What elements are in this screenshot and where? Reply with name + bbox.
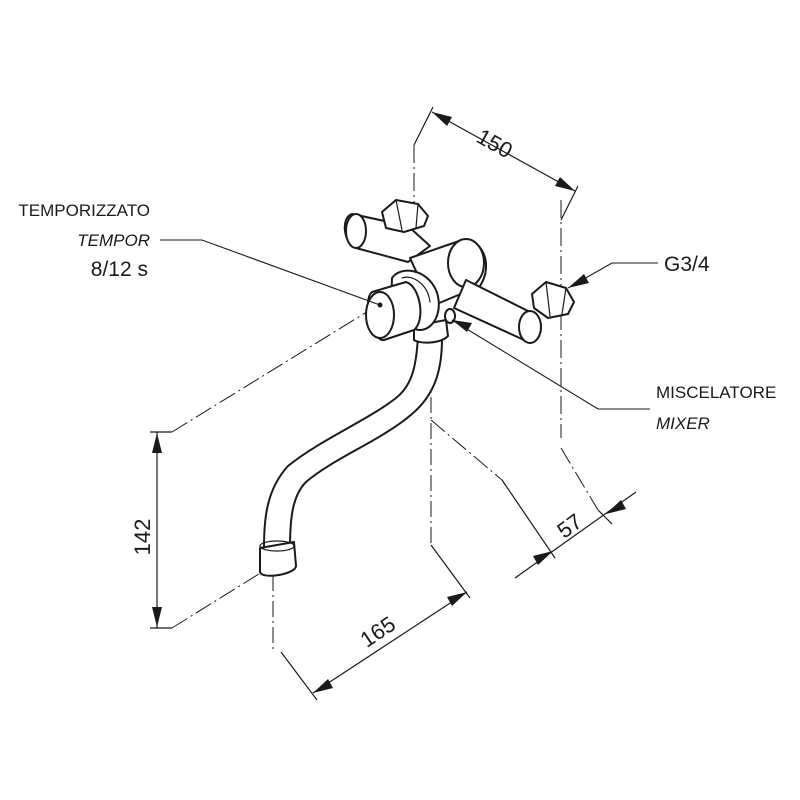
mixer-label-en: MIXER	[656, 414, 710, 433]
dim-165-text: 165	[356, 611, 400, 652]
dimension-depth: 57	[501, 479, 637, 579]
mixer-knob	[444, 308, 456, 324]
left-inlet-nut	[381, 199, 429, 233]
timer-label-it: TEMPORIZZATO	[18, 201, 150, 220]
faucet-body	[259, 199, 575, 577]
dimension-inlet-spacing: 150	[413, 106, 579, 221]
right-inlet-nut	[531, 281, 575, 319]
dimension-spout-reach: 165	[280, 544, 471, 701]
mixer-label-it: MISCELATORE	[656, 383, 776, 402]
dim-150-text: 150	[473, 124, 517, 164]
spout-tube	[263, 337, 443, 549]
label-leaders	[160, 239, 658, 410]
dim-57-text: 57	[552, 509, 587, 544]
labels: TEMPORIZZATO TEMPOR 8/12 s G3/4 MISCELAT…	[18, 201, 776, 433]
spout-outlet	[259, 541, 297, 577]
timer-time-label: 8/12 s	[91, 258, 148, 281]
timer-label-en: TEMPOR	[77, 231, 150, 250]
dimension-height: 142	[130, 431, 172, 629]
dim-142-text: 142	[130, 519, 155, 556]
thread-label: G3/4	[664, 253, 710, 276]
